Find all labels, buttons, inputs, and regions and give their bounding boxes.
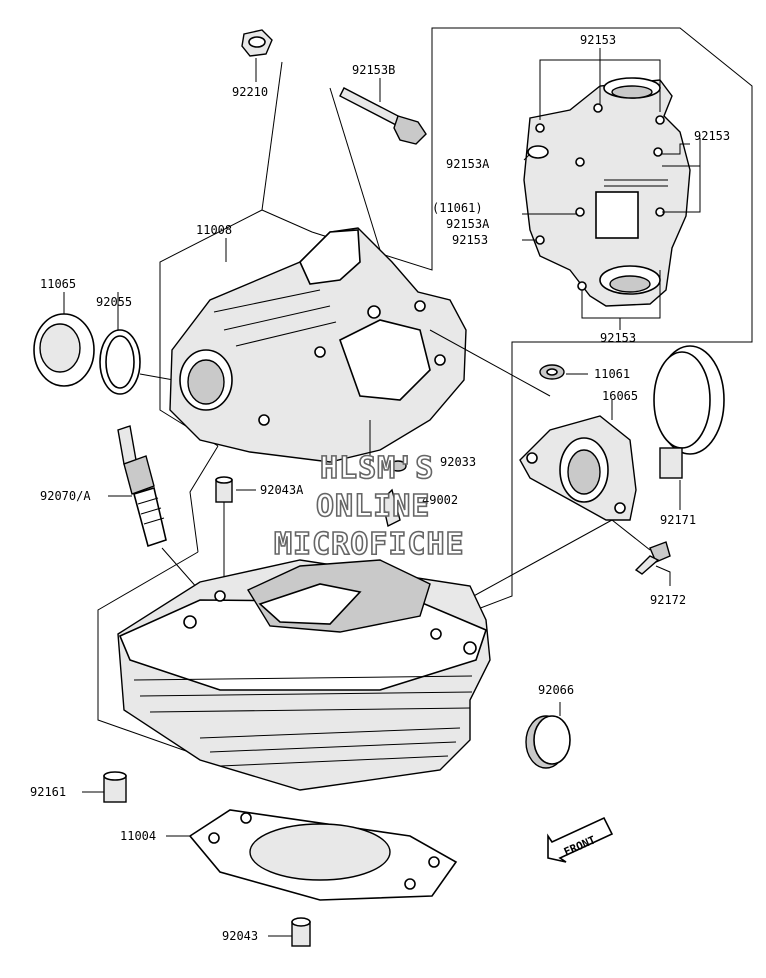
label-92066[interactable]: 92066 bbox=[538, 683, 574, 697]
part-92066-plug[interactable] bbox=[525, 715, 571, 769]
part-11008-cylinder-head[interactable] bbox=[169, 227, 467, 463]
watermark-line-2: ONLINE bbox=[316, 489, 430, 524]
front-arrow-icon: FRONT bbox=[547, 816, 614, 863]
part-16065-intake-holder[interactable] bbox=[519, 415, 637, 521]
part-92033-49002-small-parts[interactable] bbox=[381, 460, 407, 528]
part-92043-dowel[interactable] bbox=[291, 917, 311, 947]
label-92153A-lower[interactable]: 92153A bbox=[446, 217, 490, 231]
part-92153B-bolt[interactable] bbox=[339, 87, 427, 145]
label-92153B[interactable]: 92153B bbox=[352, 63, 395, 77]
label-92153-right[interactable]: 92153 bbox=[694, 129, 730, 143]
label-92171[interactable]: 92171 bbox=[660, 513, 696, 527]
label-92033[interactable]: 92033 bbox=[440, 455, 476, 469]
label-92153-top[interactable]: 92153 bbox=[580, 33, 616, 47]
label-92153-left[interactable]: 92153 bbox=[452, 233, 488, 247]
part-92070A-spark-plug[interactable] bbox=[117, 425, 167, 548]
part-11004-gasket[interactable] bbox=[188, 809, 458, 901]
label-92043A[interactable]: 92043A bbox=[260, 483, 304, 497]
part-92043A-dowel[interactable] bbox=[215, 476, 233, 503]
watermark-line-3: MICROFICHE bbox=[274, 527, 465, 562]
part-92172-screw[interactable] bbox=[634, 541, 671, 575]
part-92171-clamp[interactable] bbox=[653, 345, 725, 479]
part-labels: 92210 92153B 92153 92153 92153A (11061) … bbox=[30, 33, 730, 943]
label-11065[interactable]: 11065 bbox=[40, 277, 76, 291]
part-11061-washer[interactable] bbox=[539, 364, 565, 380]
label-11008[interactable]: 11008 bbox=[196, 223, 232, 237]
label-16065[interactable]: 16065 bbox=[602, 389, 638, 403]
watermark-line-1: HLSM'S bbox=[320, 451, 434, 486]
cam-cover-leaders bbox=[522, 48, 701, 330]
label-92172[interactable]: 92172 bbox=[650, 593, 686, 607]
label-92070A[interactable]: 92070/A bbox=[40, 489, 91, 503]
label-92210[interactable]: 92210 bbox=[232, 85, 268, 99]
label-11004[interactable]: 11004 bbox=[120, 829, 156, 843]
part-92210-nut[interactable] bbox=[241, 29, 273, 57]
part-cylinder-block[interactable] bbox=[117, 559, 491, 791]
label-92153A-upper[interactable]: 92153A bbox=[446, 157, 490, 171]
label-92153-bottom[interactable]: 92153 bbox=[600, 331, 636, 345]
label-11061[interactable]: 11061 bbox=[594, 367, 630, 381]
part-92161-dowel[interactable] bbox=[103, 771, 127, 803]
label-92161[interactable]: 92161 bbox=[30, 785, 66, 799]
watermark: HLSM'S ONLINE MICROFICHE bbox=[273, 450, 465, 563]
label-92055[interactable]: 92055 bbox=[96, 295, 132, 309]
label-11061-paren[interactable]: (11061) bbox=[432, 201, 483, 215]
part-92055-o-ring[interactable] bbox=[99, 329, 141, 395]
label-49002[interactable]: 49002 bbox=[422, 493, 458, 507]
part-11065-cap[interactable] bbox=[33, 313, 95, 387]
part-cam-cover[interactable] bbox=[523, 77, 691, 307]
label-92043[interactable]: 92043 bbox=[222, 929, 258, 943]
